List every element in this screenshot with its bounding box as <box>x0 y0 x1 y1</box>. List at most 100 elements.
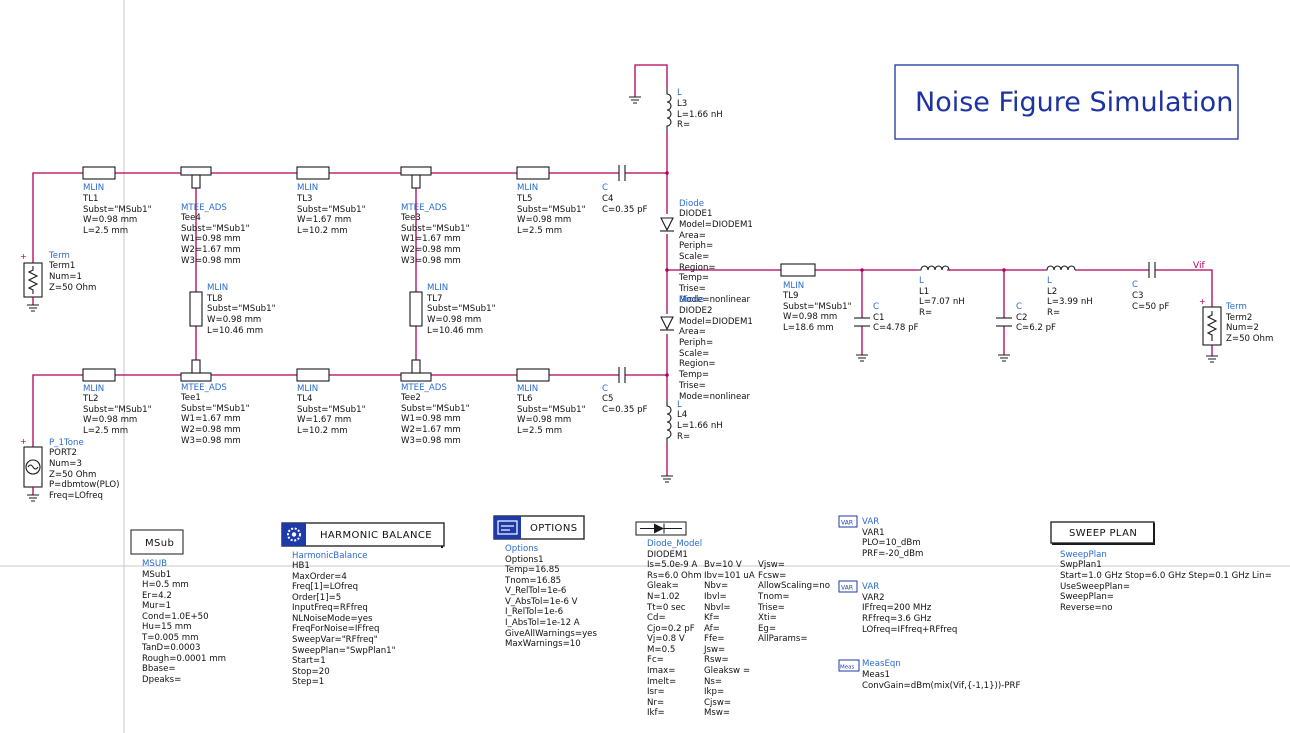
tl5-symbol[interactable] <box>516 166 550 180</box>
svg-text:MTEE_ADS: MTEE_ADS <box>181 383 227 393</box>
svg-text:W=0.98 mm: W=0.98 mm <box>83 415 137 425</box>
svg-text:Gleak=: Gleak= <box>647 581 679 591</box>
svg-text:R=: R= <box>677 120 690 130</box>
tee4-symbol[interactable] <box>180 166 212 189</box>
svg-text:Jsw=: Jsw= <box>703 645 725 655</box>
tl7-symbol[interactable] <box>409 291 423 327</box>
term2-symbol[interactable]: + <box>1199 297 1222 346</box>
svg-text:NLNoiseMode=yes: NLNoiseMode=yes <box>292 614 373 624</box>
svg-text:Subst="MSub1": Subst="MSub1" <box>83 205 152 215</box>
svg-text:Fcsw=: Fcsw= <box>758 571 786 581</box>
svg-text:Area=: Area= <box>679 231 706 241</box>
svg-text:TL6: TL6 <box>516 394 533 404</box>
svg-text:Term2: Term2 <box>1225 313 1252 323</box>
svg-text:L=2.5 mm: L=2.5 mm <box>517 426 562 436</box>
svg-text:W1=0.98 mm: W1=0.98 mm <box>181 234 241 244</box>
svg-text:DIODE1: DIODE1 <box>679 209 712 219</box>
port2-symbol[interactable]: + <box>20 437 43 495</box>
svg-text:MeasEqn: MeasEqn <box>862 659 901 669</box>
svg-text:Tnom=16.85: Tnom=16.85 <box>504 576 561 586</box>
var1-icon[interactable]: VAR <box>838 515 858 528</box>
var2-icon[interactable]: VAR <box>838 580 858 593</box>
svg-text:C: C <box>873 302 879 312</box>
svg-text:Tee2: Tee2 <box>400 393 421 403</box>
svg-text:VAR: VAR <box>841 520 853 527</box>
tl9-symbol[interactable] <box>780 263 816 277</box>
tl8-symbol[interactable] <box>189 291 203 327</box>
diode2-symbol[interactable] <box>660 316 674 331</box>
svg-text:Model=DIODEM1: Model=DIODEM1 <box>679 220 753 230</box>
tl6-symbol[interactable] <box>516 368 550 382</box>
svg-text:Start=1: Start=1 <box>292 656 326 666</box>
msub-label: MSub <box>145 538 174 549</box>
svg-text:Subst="MSub1": Subst="MSub1" <box>517 205 586 215</box>
svg-text:C4: C4 <box>602 194 613 204</box>
svg-text:+: + <box>20 437 27 446</box>
svg-text:L=18.6 mm: L=18.6 mm <box>783 323 834 333</box>
diode1-symbol[interactable] <box>660 217 674 232</box>
svg-text:TL5: TL5 <box>516 194 533 204</box>
svg-text:VAR1: VAR1 <box>862 528 885 538</box>
l4-symbol[interactable] <box>666 400 672 444</box>
options-block[interactable]: OPTIONS <box>493 515 585 540</box>
svg-text:VAR: VAR <box>862 517 879 527</box>
wires <box>32 64 1213 476</box>
tee2-symbol[interactable] <box>400 359 432 382</box>
svg-text:C=0.35 pF: C=0.35 pF <box>602 405 648 415</box>
sweep-plan-block[interactable]: SWEEP PLAN <box>1050 521 1155 545</box>
label-var1: VAR VAR1 PLO=10_dBm PRF=-20_dBm <box>862 517 923 559</box>
svg-text:L1: L1 <box>919 287 929 297</box>
svg-text:MTEE_ADS: MTEE_ADS <box>181 203 227 213</box>
svg-text:W=0.98 mm: W=0.98 mm <box>427 315 481 325</box>
svg-text:Mur=1: Mur=1 <box>142 601 171 611</box>
c3-symbol[interactable] <box>1148 262 1156 278</box>
svg-text:C: C <box>602 183 608 193</box>
net-label-vif: Vif <box>1193 261 1205 271</box>
c1-symbol[interactable] <box>854 317 870 327</box>
svg-text:H=0.5 mm: H=0.5 mm <box>142 580 189 590</box>
harmonic-balance-block[interactable]: HARMONIC BALANCE <box>281 522 445 548</box>
svg-text:MLIN: MLIN <box>427 283 448 293</box>
svg-text:Is=5.0e-9 A: Is=5.0e-9 A <box>647 560 697 570</box>
svg-text:C: C <box>1016 302 1022 312</box>
svg-text:LOfreq=IFfreq+RFfreq: LOfreq=IFfreq+RFfreq <box>862 625 957 635</box>
svg-text:Num=3: Num=3 <box>49 459 82 469</box>
svg-text:Ikf=: Ikf= <box>647 708 665 718</box>
l3-symbol[interactable] <box>666 88 672 132</box>
tl2-symbol[interactable] <box>82 368 116 382</box>
svg-text:W=1.67 mm: W=1.67 mm <box>297 415 351 425</box>
l2-symbol[interactable] <box>1045 265 1076 271</box>
tl3-symbol[interactable] <box>296 166 330 180</box>
tee1-symbol[interactable] <box>180 359 212 382</box>
term1-symbol[interactable]: + <box>20 252 43 305</box>
svg-text:HB1: HB1 <box>292 561 310 571</box>
c5-symbol[interactable] <box>618 367 626 383</box>
title-box <box>894 64 1239 140</box>
tl4-symbol[interactable] <box>296 368 330 382</box>
svg-text:Tee1: Tee1 <box>180 393 201 403</box>
svg-text:Meas: Meas <box>840 665 854 671</box>
l1-symbol[interactable] <box>917 265 950 271</box>
msub-block[interactable]: MSub <box>130 529 184 555</box>
svg-text:SweepPlan=: SweepPlan= <box>1060 592 1114 602</box>
svg-text:C=0.35 pF: C=0.35 pF <box>602 205 648 215</box>
meas-eqn-icon[interactable]: Meas <box>838 659 860 672</box>
c2-symbol[interactable] <box>996 317 1012 327</box>
diode-model-block-icon[interactable] <box>635 521 687 536</box>
label-diode2: DiodeDIODE2Model=DIODEM1Area=Periph=Scal… <box>678 295 753 402</box>
svg-text:Tee4: Tee4 <box>180 213 201 223</box>
tee3-symbol[interactable] <box>400 166 432 189</box>
svg-text:Diode: Diode <box>679 295 704 305</box>
svg-text:L: L <box>677 400 682 410</box>
svg-text:Mode=nonlinear: Mode=nonlinear <box>679 295 751 305</box>
c4-symbol[interactable] <box>618 165 626 181</box>
tl1-symbol[interactable] <box>82 166 116 180</box>
